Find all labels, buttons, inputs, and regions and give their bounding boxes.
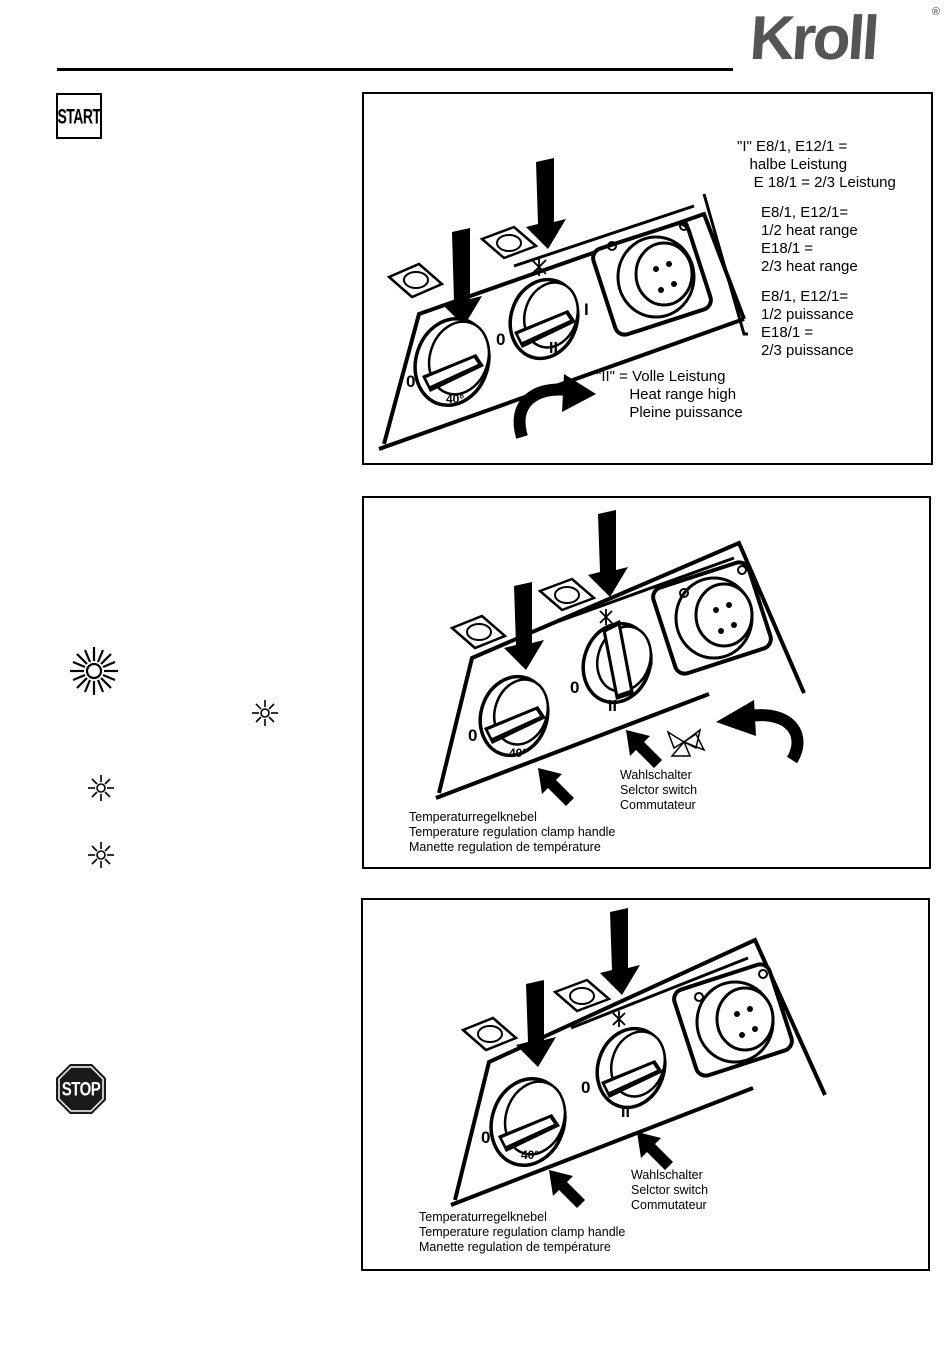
rotate-arrow-icon [716,700,804,764]
brand-name: Kroll [747,4,879,73]
note-line: 2/3 heat range [761,258,858,275]
note-line: E18/1 = [761,240,814,257]
control-panel-drawing [435,510,806,806]
note-line: halbe Leistung [737,156,848,173]
selector-knob [508,277,580,361]
sun-icon [252,700,278,726]
caption-line: Temperaturregelknebel [419,1210,547,1224]
diagram-panel-3: 0 40° 0 II Wahlschalter Selctor switch C… [361,898,930,1271]
note-line: "I" E8/1, E12/1 = [737,138,848,155]
note-line: 2/3 puissance [761,342,854,359]
pointer-arrow-icon [626,730,662,768]
dial-mark-zero: 0 [570,678,580,697]
temperature-knob-caption: Temperaturregelknebel Temperature regula… [409,810,615,855]
dial-mark-zero: 0 [581,1078,591,1097]
caption-line: Commutateur [620,798,696,812]
down-arrow-icon [504,582,544,670]
dial-mark-two: II [621,1104,630,1121]
note-line: 1/2 heat range [761,222,858,239]
pointer-arrow-icon [549,1170,585,1208]
down-arrow-icon [442,228,482,326]
brand-logo: Kroll ® [747,4,940,73]
selector-switch-caption: Wahlschalter Selctor switch Commutateur [620,768,697,813]
note-level-one-de: "I" E8/1, E12/1 = halbe Leistung E 18/1 … [737,138,896,192]
note-level-one-en: E8/1, E12/1= 1/2 heat range E18/1 = 2/3 … [761,204,858,276]
down-arrow-icon [526,158,566,249]
fan-icon [666,728,706,757]
caption-line: Selctor switch [620,783,698,797]
selector-knob [581,620,653,705]
stop-badge: STOP [55,1063,107,1115]
header-divider [57,68,733,71]
rotate-arrow-icon [513,374,596,439]
caption-line: Commutateur [631,1198,707,1212]
dial-mark-two: II [549,340,558,357]
dial-mark-forty: 40° [509,746,528,760]
caption-line: Manette regulation de température [409,840,601,854]
diagram-panel-2: 0 40° 0 I II Wahlschalter Selctor switch… [362,496,931,869]
selector-switch-caption: Wahlschalter Selctor switch Commutateur [631,1168,708,1213]
temperature-knob-caption: Temperaturregelknebel Temperature regula… [419,1210,625,1255]
socket-icon [672,962,794,1078]
note-line: E8/1, E12/1= [761,204,849,221]
sun-icon [88,842,114,868]
control-panel-drawing [378,158,748,451]
brand-wordmark: Kroll [747,4,933,73]
down-arrow-icon [516,980,556,1067]
dial-mark-zero: 0 [496,330,506,349]
down-arrow-icon [600,908,640,995]
fan-icon [531,258,547,276]
down-arrow-icon [588,510,628,597]
dial-mark-zero: 0 [468,726,478,745]
sun-icon [70,647,118,695]
fan-icon [599,609,613,625]
socket-icon [591,221,713,337]
indicator-plate-right [537,577,597,612]
temperature-knob [489,1076,567,1168]
indicator-plate-left [449,614,508,650]
control-panel-drawing [450,908,827,1208]
caption-line: Manette regulation de température [419,1240,611,1254]
dial-mark-one: I [649,650,654,669]
stop-label: STOP [61,1077,101,1101]
note-line: Pleine puissance [596,404,743,421]
note-line: E18/1 = [761,324,814,341]
note-line: E 18/1 = 2/3 Leistung [737,174,896,191]
indicator-plate-right [479,225,539,260]
stop-octagon-icon [56,1064,106,1114]
dial-mark-forty: 40° [446,392,465,406]
caption-line: Temperature regulation clamp handle [419,1225,626,1239]
start-badge: START [56,93,102,139]
indicator-plate-left [460,1016,519,1052]
note-line: Heat range high [596,386,737,403]
note-level-one-fr: E8/1, E12/1= 1/2 puissance E18/1 = 2/3 p… [761,288,854,360]
note-line: E8/1, E12/1= [761,288,849,305]
caption-line: Wahlschalter [620,768,692,782]
sun-icon [88,775,114,801]
caption-line: Wahlschalter [631,1168,703,1182]
caption-line: Selctor switch [631,1183,709,1197]
start-label: START [57,104,101,128]
fan-icon [612,1011,626,1027]
indicator-plate-right [552,978,612,1013]
caption-line: Temperaturregelknebel [409,810,537,824]
pointer-arrow-icon [538,768,574,806]
note-level-two: "II" = Volle Leistung Heat range high Pl… [596,368,743,422]
dial-mark-zero: 0 [481,1128,491,1147]
pointer-arrow-icon [637,1132,673,1170]
temperature-knob [478,674,550,758]
temperature-knob [413,316,491,408]
socket-icon [651,560,773,676]
indicator-plate-left [386,262,445,299]
note-line: 1/2 puissance [761,306,854,323]
registered-mark: ® [931,6,940,18]
dial-mark-forty: 40° [521,1148,540,1162]
selector-knob [595,1026,667,1110]
dial-mark-two: II [608,698,617,715]
dial-mark-zero: 0 [406,372,416,391]
note-line: "II" = Volle Leistung [596,368,726,385]
dial-mark-one: I [584,300,589,319]
caption-line: Temperature regulation clamp handle [409,825,616,839]
diagram-panel-1: 0 40° 0 I II "I" E8/1, E12/1 = halbe Lei… [362,92,933,465]
